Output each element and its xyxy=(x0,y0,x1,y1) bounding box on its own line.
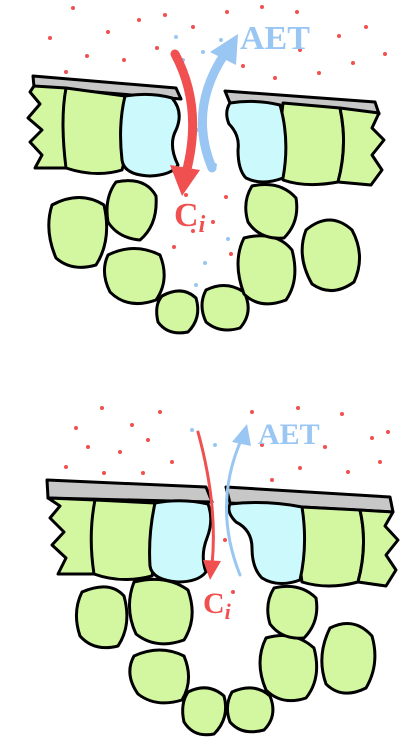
water-loss-arrow-top xyxy=(202,55,224,168)
ci-sub-top: i xyxy=(199,212,206,238)
mesophyll-cells-top xyxy=(49,181,360,333)
panel-open-stomata: AET Ci xyxy=(28,5,387,333)
ci-label-bottom: Ci xyxy=(203,587,232,624)
panel-narrow-stomata: AET Ci xyxy=(47,406,398,735)
epidermal-cells-bottom xyxy=(48,498,398,586)
ci-main-top: C xyxy=(174,197,199,234)
aet-label-bottom: AET xyxy=(258,418,320,451)
aet-label-top: AET xyxy=(240,20,310,57)
guard-cell-top-right xyxy=(227,101,286,182)
ci-main-bottom: C xyxy=(203,587,225,620)
guard-cell-top-left xyxy=(121,94,180,176)
co2-arrowhead-top xyxy=(170,165,200,196)
ci-sub-bottom: i xyxy=(225,599,232,624)
water-arrowhead-bottom xyxy=(232,424,251,446)
guard-cell-bottom-right xyxy=(229,503,305,584)
ci-label-top: Ci xyxy=(174,197,206,238)
guard-cell-bottom-left xyxy=(150,501,211,582)
